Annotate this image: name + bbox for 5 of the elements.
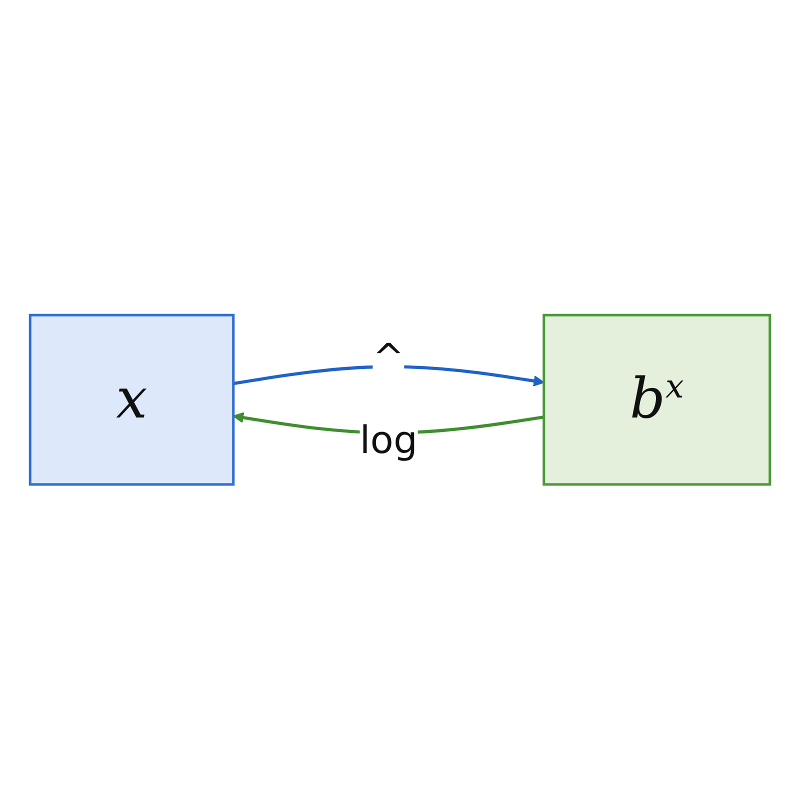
arrow bbox=[233, 365, 544, 387]
node-box: b$^{x}$ bbox=[542, 314, 772, 486]
edge-label: log bbox=[360, 418, 418, 464]
edge-label: ^ bbox=[372, 336, 404, 382]
node-box: x bbox=[28, 314, 235, 486]
